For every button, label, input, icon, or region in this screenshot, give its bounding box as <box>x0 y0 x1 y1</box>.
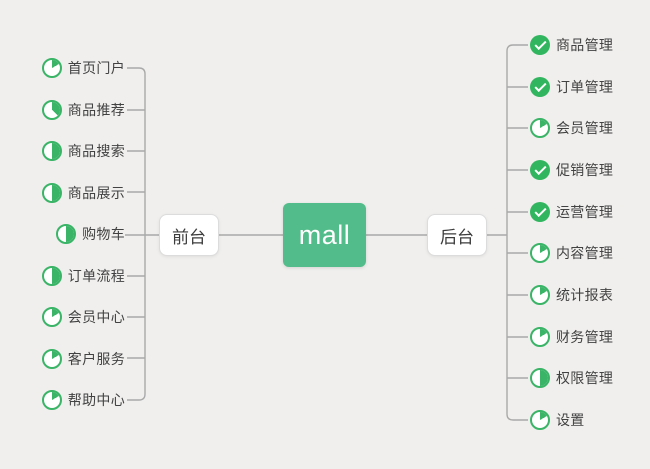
item-label: 财务管理 <box>556 328 614 345</box>
mindmap-item[interactable]: 商品搜索 <box>41 138 125 164</box>
item-label: 商品展示 <box>67 184 125 201</box>
progress-pie-icon <box>41 390 62 410</box>
mindmap-item[interactable]: 商品展示 <box>41 180 125 206</box>
mindmap-item[interactable]: 商品推荐 <box>41 97 125 123</box>
mindmap-item[interactable]: 订单流程 <box>41 263 125 289</box>
mindmap-item[interactable]: 购物车 <box>56 221 125 247</box>
back-topic-node[interactable]: 后台 <box>427 214 487 256</box>
progress-pie-icon <box>530 368 550 389</box>
check-circle-icon <box>530 76 550 97</box>
check-circle-icon <box>530 35 550 55</box>
progress-pie-icon <box>530 410 550 431</box>
item-label: 会员管理 <box>556 120 614 137</box>
progress-pie-icon <box>41 182 62 203</box>
mindmap-item[interactable]: 统计报表 <box>530 282 613 308</box>
item-label: 商品管理 <box>556 37 614 53</box>
item-label: 商品推荐 <box>67 101 125 118</box>
item-label: 统计报表 <box>556 287 614 304</box>
progress-pie-icon <box>530 285 550 306</box>
item-label: 客户服务 <box>67 350 125 367</box>
mindmap-item[interactable]: 会员中心 <box>41 304 125 330</box>
mindmap-item[interactable]: 客户服务 <box>41 346 125 372</box>
progress-pie-icon <box>530 118 550 139</box>
mindmap-item[interactable]: 财务管理 <box>530 324 613 350</box>
item-label: 首页门户 <box>67 60 125 76</box>
progress-pie-icon <box>41 307 62 327</box>
mindmap-item[interactable]: 权限管理 <box>530 365 613 391</box>
item-label: 订单管理 <box>556 78 614 95</box>
item-label: 内容管理 <box>556 245 614 262</box>
progress-pie-icon <box>41 58 62 78</box>
mindmap-item[interactable]: 首页门户 <box>41 55 125 81</box>
mindmap-item[interactable]: 帮助中心 <box>41 387 125 413</box>
check-circle-icon <box>530 201 550 222</box>
mindmap-item[interactable]: 会员管理 <box>530 115 613 141</box>
item-label: 促销管理 <box>556 162 614 178</box>
item-label: 帮助中心 <box>67 392 125 408</box>
progress-pie-icon <box>41 348 62 369</box>
mindmap-item[interactable]: 订单管理 <box>530 74 613 100</box>
progress-pie-icon <box>41 99 62 120</box>
item-label: 权限管理 <box>556 370 614 387</box>
mindmap-item[interactable]: 商品管理 <box>530 32 613 58</box>
front-topic-node[interactable]: 前台 <box>159 214 219 256</box>
item-label: 订单流程 <box>67 267 125 284</box>
progress-pie-icon <box>56 224 77 244</box>
root-node-mall[interactable]: mall <box>283 203 366 267</box>
mindmap-item[interactable]: 内容管理 <box>530 240 613 266</box>
item-label: 购物车 <box>82 226 125 242</box>
mindmap-item[interactable]: 设置 <box>530 407 585 433</box>
item-label: 设置 <box>556 412 585 429</box>
mindmap-item[interactable]: 运营管理 <box>530 199 613 225</box>
item-label: 运营管理 <box>556 203 614 220</box>
progress-pie-icon <box>41 265 62 286</box>
item-label: 商品搜索 <box>67 143 125 159</box>
check-circle-icon <box>530 160 550 180</box>
mindmap-item[interactable]: 促销管理 <box>530 157 613 183</box>
item-label: 会员中心 <box>67 309 125 325</box>
progress-pie-icon <box>530 326 550 347</box>
progress-pie-icon <box>530 243 550 264</box>
progress-pie-icon <box>41 141 62 161</box>
